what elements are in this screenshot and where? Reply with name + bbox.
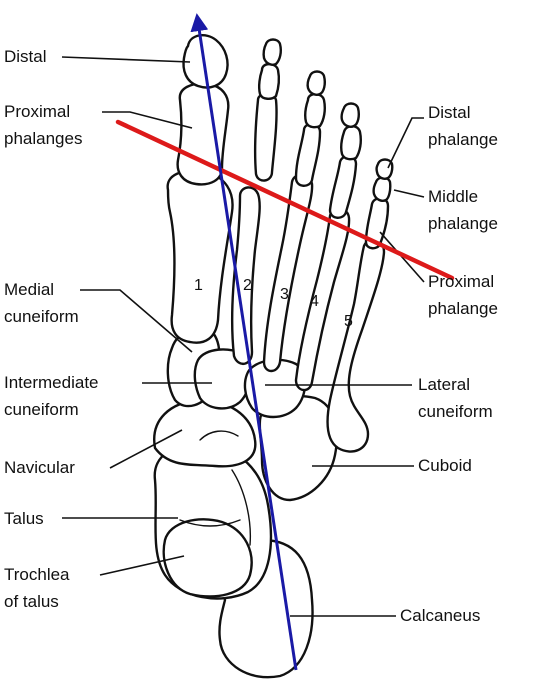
label-proximal-phalange-line1: Proximal: [428, 272, 494, 291]
left-labels: Distal Proximal phalanges Medial cuneifo…: [4, 47, 99, 611]
metatarsal-2: [230, 186, 261, 365]
label-trochlea-line1: Trochlea: [4, 565, 70, 584]
toe2-middle-phalanx: [257, 62, 281, 100]
label-lateral-cuneiform-line2: cuneiform: [418, 402, 493, 421]
leader-trochlea: [99, 555, 185, 576]
metatarsal-1: [166, 169, 234, 344]
toe3-middle-phalanx: [303, 92, 326, 129]
label-talus: Talus: [4, 509, 44, 528]
toe3-distal-phalanx: [306, 70, 326, 96]
toe2-distal-phalanx: [262, 38, 282, 66]
metatarsal-numbers: 1 2 3 4 5: [194, 277, 353, 330]
label-lateral-cuneiform-line1: Lateral: [418, 375, 470, 394]
label-medial-cuneiform-line2: cuneiform: [4, 307, 79, 326]
metatarsal-number-4: 4: [310, 293, 319, 310]
label-distal-phalange-line1: Distal: [428, 103, 471, 122]
phalanx-bones: [176, 34, 394, 250]
label-proximal-phalange-line2: phalange: [428, 299, 498, 318]
metatarsal-3: [262, 173, 314, 373]
leader-distal-phalange: [387, 117, 424, 169]
toe2-proximal-phalanx: [253, 92, 278, 182]
leader-medial-cuneiform: [80, 289, 193, 353]
label-navicular: Navicular: [4, 458, 75, 477]
cuboid-bone: [258, 394, 338, 502]
navicular-bone: [153, 398, 257, 468]
metatarsal-number-2: 2: [243, 277, 252, 294]
metatarsal-4: [294, 207, 351, 392]
label-distal-phalange-line2: phalange: [428, 130, 498, 149]
label-middle-phalange-line1: Middle: [428, 187, 478, 206]
leader-navicular: [109, 429, 183, 469]
tarsal-bones: [153, 327, 338, 679]
label-middle-phalange-line2: phalange: [428, 214, 498, 233]
leader-proximal-phalanges: [102, 111, 193, 129]
label-distal: Distal: [4, 47, 47, 66]
transverse-line: [115, 119, 455, 281]
metatarsal-5: [326, 238, 386, 453]
label-cuboid: Cuboid: [418, 456, 472, 475]
label-proximal-phalanges-line1: Proximal: [4, 102, 70, 121]
label-medial-cuneiform-line1: Medial: [4, 280, 54, 299]
trochlea-bone: [162, 518, 253, 598]
label-intermediate-cuneiform-line2: cuneiform: [4, 400, 79, 419]
toe3-proximal-phalanx: [294, 123, 322, 187]
label-proximal-phalanges-line2: phalanges: [4, 129, 82, 148]
left-leader-lines: [61, 56, 212, 576]
hallux-distal-phalanx: [182, 34, 229, 89]
toe4-middle-phalanx: [339, 124, 362, 161]
toe5-distal-phalanx: [375, 158, 394, 180]
label-trochlea-line2: of talus: [4, 592, 59, 611]
long-axis-arrow: [190, 13, 298, 671]
metatarsal-number-1: 1: [194, 277, 203, 294]
toe4-proximal-phalanx: [328, 155, 358, 219]
toe4-distal-phalanx: [340, 102, 360, 128]
right-labels: Distal phalange Middle phalange Proximal…: [400, 103, 498, 625]
intermediate-cuneiform-bone: [193, 348, 253, 410]
metatarsal-number-3: 3: [280, 286, 289, 303]
toe5-middle-phalanx: [372, 176, 392, 202]
label-intermediate-cuneiform-line1: Intermediate: [4, 373, 99, 392]
metatarsal-number-5: 5: [344, 313, 353, 330]
label-calcaneus: Calcaneus: [400, 606, 480, 625]
leader-distal: [61, 56, 191, 63]
leader-middle-phalange: [393, 189, 425, 198]
metatarsal-bones: [166, 169, 386, 453]
